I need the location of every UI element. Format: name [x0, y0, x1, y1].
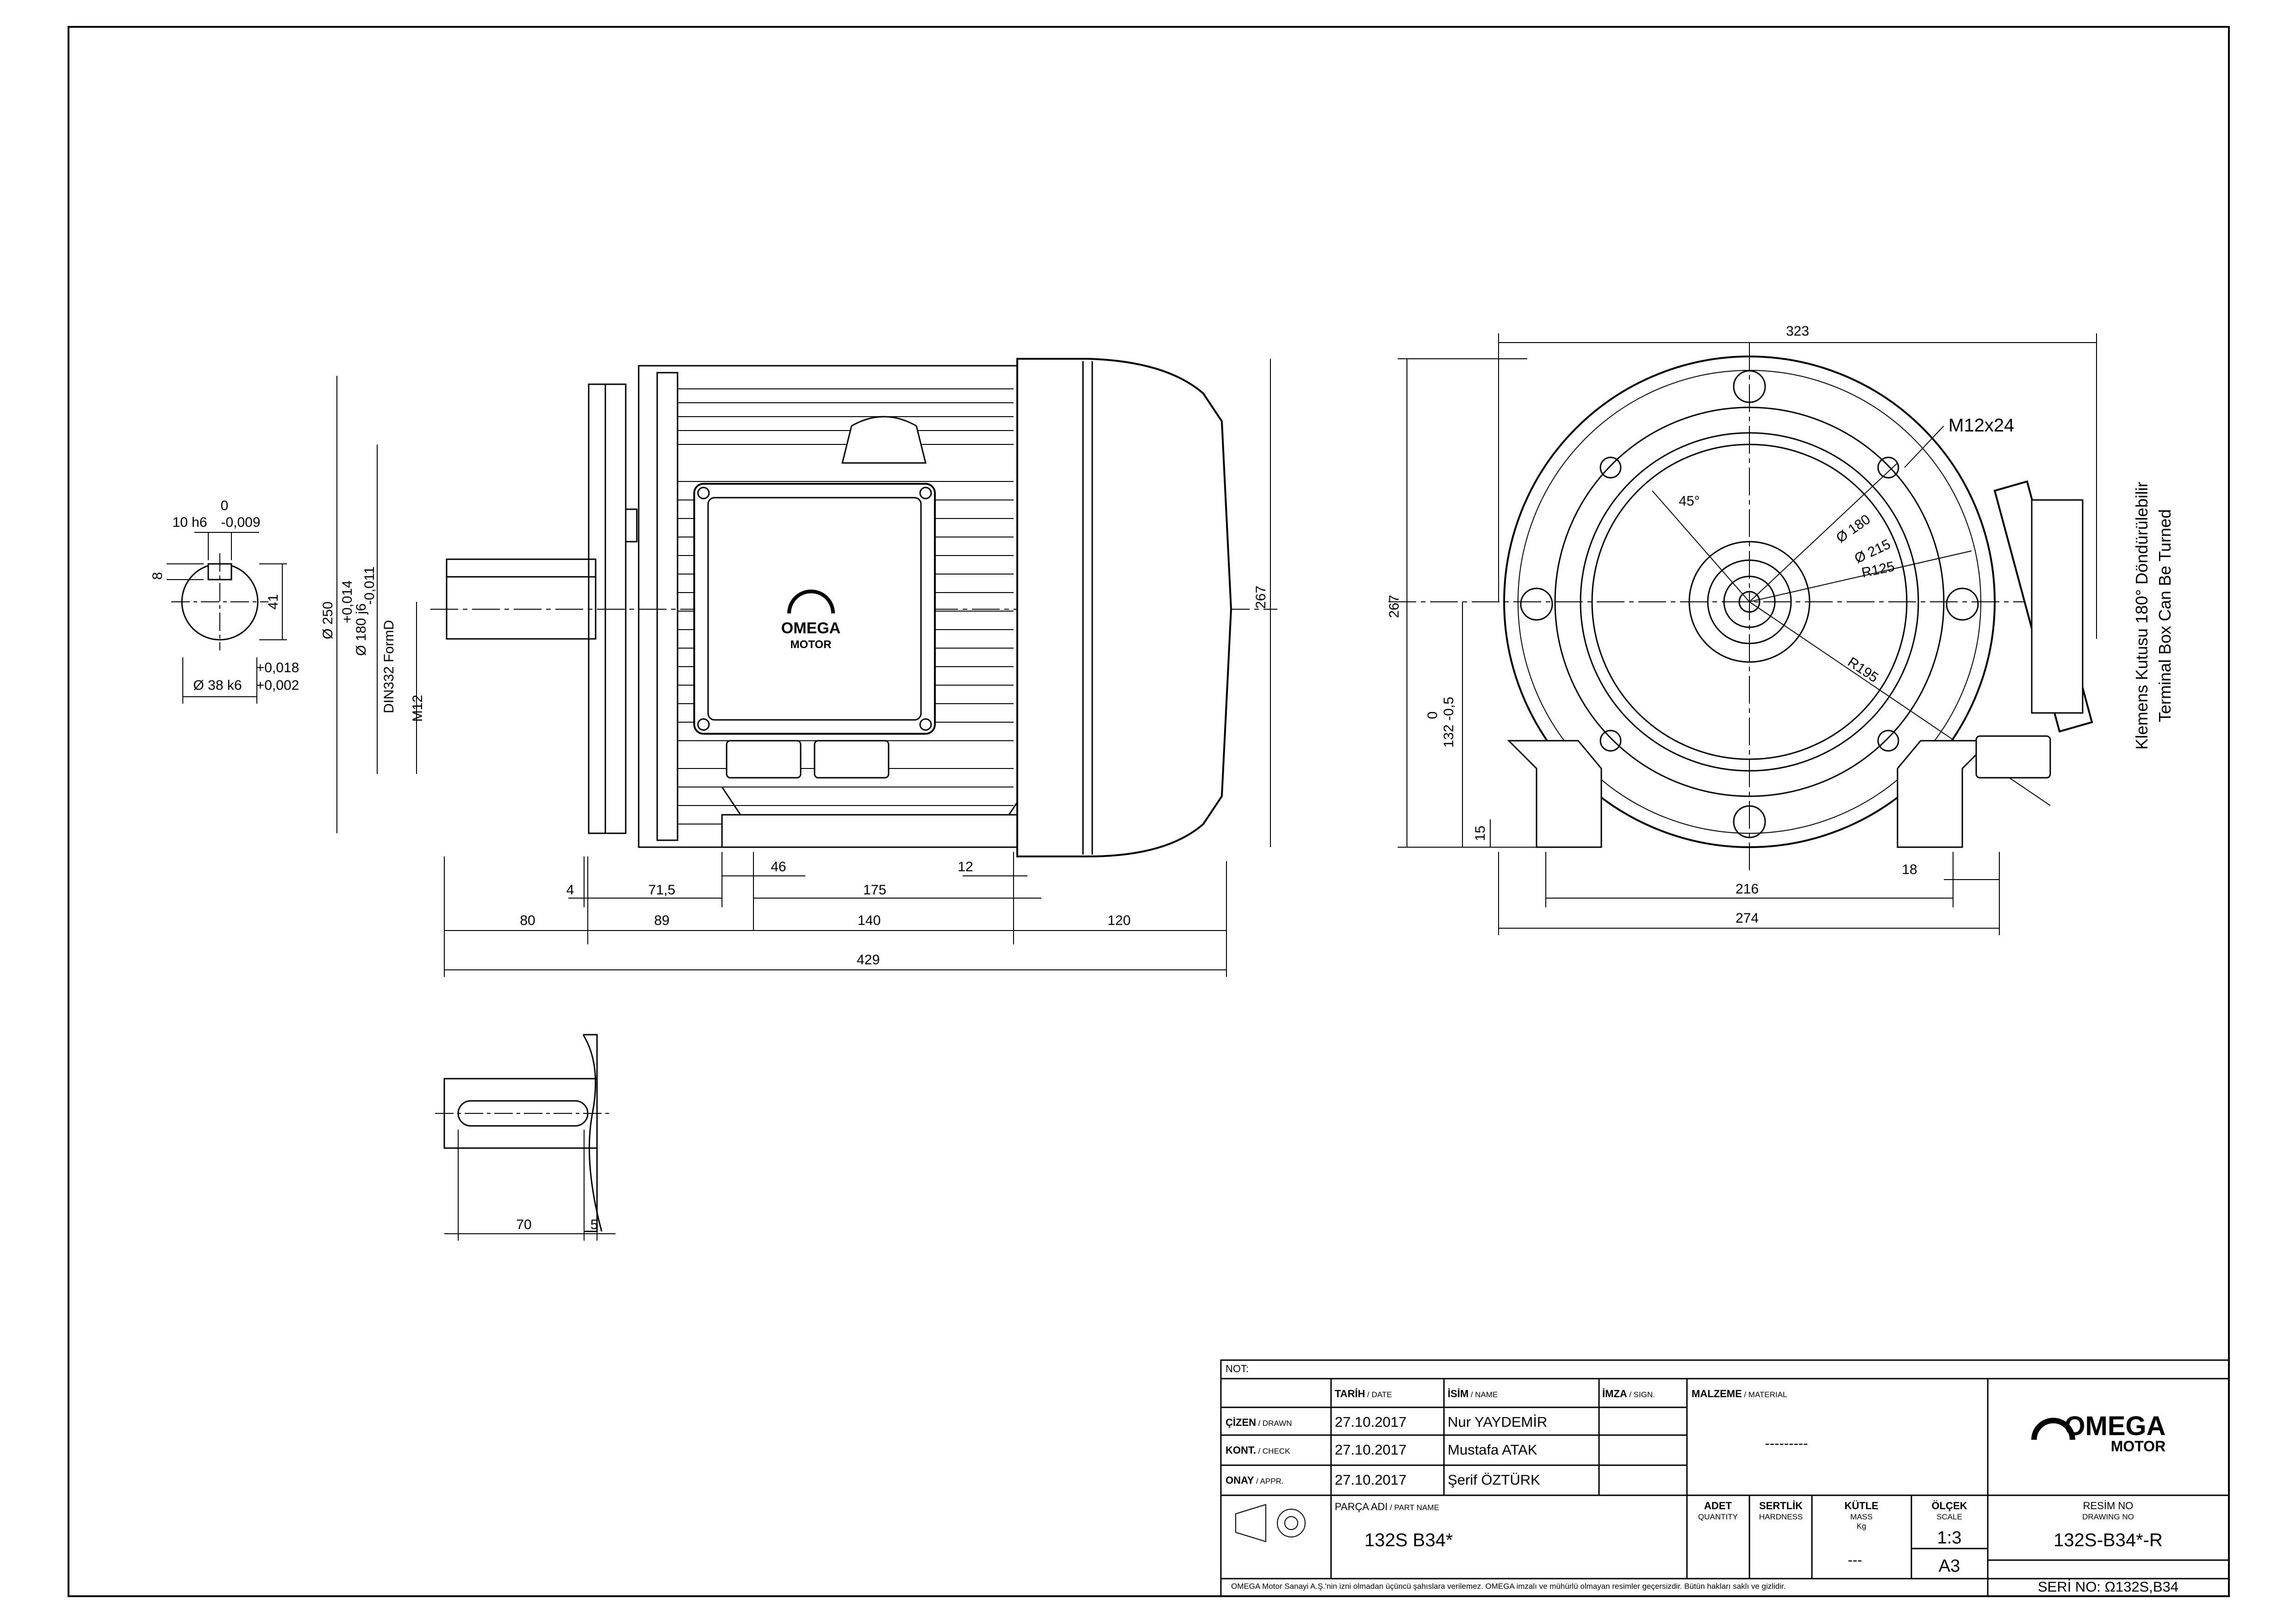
key-view: [435, 1034, 616, 1241]
side-view-dimensions: [336, 359, 1271, 977]
scale-label: ÖLÇEK: [1932, 1500, 1967, 1512]
footer-note: OMEGA Motor Sanayi A.Ş.'nin izni olmadan…: [1231, 1582, 1786, 1591]
material-value: ---------: [1765, 1435, 1808, 1451]
key-width: 10 h6: [172, 515, 207, 530]
dim-centre-thread: DIN332 FormD: [381, 620, 397, 713]
dim-thread: M12: [410, 695, 425, 722]
front-dim-267: 267: [1387, 595, 1402, 618]
mass-unit: Kg: [1857, 1522, 1867, 1530]
row-appr-name: Şerif ÖZTÜRK: [1448, 1472, 1540, 1488]
front-r195: R195: [1845, 654, 1881, 685]
front-dim-323: 323: [1786, 324, 1809, 339]
key-offset: 5: [591, 1217, 598, 1232]
key-tol-lower: -0,009: [221, 515, 260, 530]
front-shaft-height-tol: 0: [1425, 712, 1440, 719]
title-logo-bottom: MOTOR: [2111, 1438, 2166, 1455]
part-name: 132S B34*: [1364, 1530, 1453, 1550]
drawing-no-en: DRAWING NO: [2082, 1512, 2134, 1521]
front-base-width: 274: [1736, 911, 1759, 926]
mass-value: ---: [1848, 1552, 1862, 1568]
row-appr-date: 27.10.2017: [1335, 1472, 1406, 1488]
dim-429: 429: [857, 952, 880, 968]
col-sign: İMZA / SIGN.: [1602, 1388, 1655, 1399]
dim-12: 12: [958, 859, 973, 874]
dim-267-side: 267: [1253, 586, 1269, 609]
dim-71-5: 71,5: [648, 882, 675, 898]
front-bolt: M12x24: [1948, 415, 2014, 436]
shaft-dia: Ø 38 k6: [193, 678, 242, 693]
shaft-section: [167, 532, 287, 704]
serial-no: SERİ NO: Ω132S,B34: [2038, 1579, 2178, 1595]
side-view: [430, 358, 1277, 857]
drawing-no-label: RESİM NO: [2083, 1500, 2134, 1512]
front-view: [1388, 333, 2097, 935]
sheet-border: [68, 26, 2230, 1597]
dim-120: 120: [1108, 913, 1131, 928]
side-view-logo: OMEGA MOTOR: [781, 589, 840, 651]
dim-spigot-dia: Ø 180 j6: [354, 603, 369, 656]
drawing-no: 132S-B34*-R: [2053, 1530, 2163, 1550]
row-drawn-name: Nur YAYDEMİR: [1448, 1414, 1547, 1430]
front-shaft-height: 132 -0,5: [1441, 697, 1456, 748]
shaft-tol-upper: +0,018: [256, 660, 299, 675]
row-check-date: 27.10.2017: [1335, 1442, 1406, 1458]
scale-en: SCALE: [1936, 1512, 1962, 1521]
dim-140: 140: [858, 913, 881, 928]
front-foot-hole: 18: [1902, 862, 1917, 877]
dim-spigot-tol-upper: +0,014: [340, 581, 355, 624]
dim-80: 80: [520, 913, 535, 928]
quantity-en: QUANTITY: [1698, 1512, 1738, 1521]
dim-spigot-tol-lower: -0,011: [362, 567, 377, 605]
title-logo: OMEGA MOTOR: [2031, 1411, 2166, 1455]
key-height: 8: [150, 572, 165, 580]
key-tol-upper: 0: [221, 498, 229, 513]
title-logo-top: OMEGA: [2064, 1411, 2165, 1441]
not-label: NOT:: [1226, 1363, 1249, 1374]
omega-logo-icon: [2031, 1418, 2075, 1440]
omega-logo-icon: [787, 589, 835, 614]
row-drawn-date: 27.10.2017: [1335, 1414, 1406, 1430]
dim-175: 175: [863, 882, 886, 898]
dim-flange-dia: Ø 250: [320, 601, 336, 639]
row-check-name: Mustafa ATAK: [1448, 1442, 1537, 1458]
title-block: [1220, 1359, 2230, 1597]
side-logo-bottom: MOTOR: [790, 638, 832, 651]
terminal-note-en: Terminal Box Can Be Turned: [2155, 509, 2174, 722]
hardness-label: SERTLİK: [1759, 1500, 1803, 1512]
dim-4: 4: [566, 882, 574, 898]
dim-89: 89: [654, 913, 669, 928]
dim-46: 46: [771, 859, 786, 874]
side-logo-top: OMEGA: [781, 619, 840, 637]
part-name-label: PARÇA ADI / PART NAME: [1335, 1501, 1439, 1512]
terminal-note-tr: Klemens Kutusu 180° Döndürülebilir: [2132, 482, 2151, 750]
hardness-en: HARDNESS: [1759, 1512, 1803, 1521]
material-label: MALZEME / MATERIAL: [1692, 1388, 1787, 1399]
col-date: TARİH / DATE: [1335, 1388, 1392, 1399]
scale-value: 1:3: [1937, 1528, 1962, 1548]
col-name: İSİM / NAME: [1448, 1388, 1498, 1399]
row-appr-label: ONAY / APPR.: [1226, 1474, 1284, 1486]
shaft-height-41: 41: [266, 594, 281, 609]
front-angle: 45°: [1679, 493, 1699, 509]
front-foot-height: 15: [1473, 825, 1488, 841]
mass-label: KÜTLE: [1844, 1500, 1878, 1512]
paper-size: A3: [1939, 1556, 1960, 1576]
row-drawn-label: ÇİZEN / DRAWN: [1226, 1417, 1292, 1428]
quantity-label: ADET: [1704, 1500, 1732, 1512]
mass-en: MASS: [1850, 1512, 1873, 1521]
front-foot-span: 216: [1736, 881, 1759, 897]
row-check-label: KONT. / CHECK: [1226, 1444, 1290, 1456]
shaft-tol-lower: +0,002: [256, 678, 299, 693]
key-length: 70: [516, 1217, 531, 1232]
